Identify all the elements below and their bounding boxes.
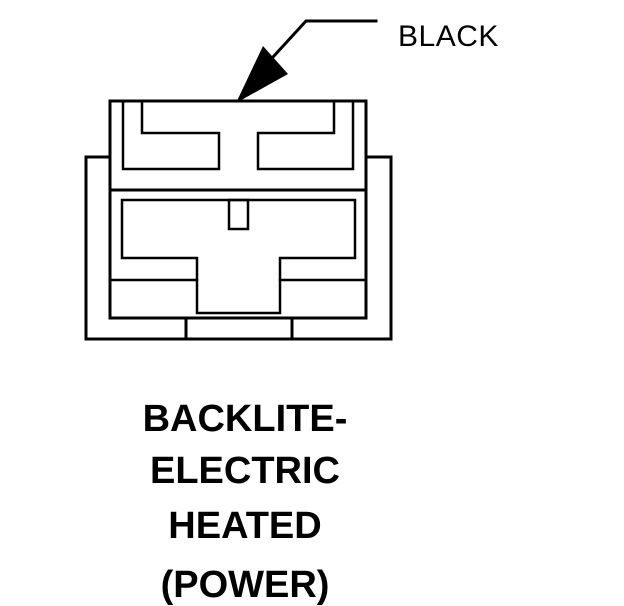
caption-line-3: HEATED: [168, 505, 322, 547]
caption-line-4: (POWER): [160, 564, 330, 606]
caption-line-1: BACKLITE-: [142, 398, 348, 440]
upper-cavities: [121, 99, 355, 171]
lower-cavity: [108, 198, 368, 315]
caption-line-2: ELECTRIC: [150, 450, 340, 492]
wire-color-label: BLACK: [398, 20, 499, 53]
callout-leader: [236, 19, 378, 103]
connector-shroud: [84, 155, 393, 341]
